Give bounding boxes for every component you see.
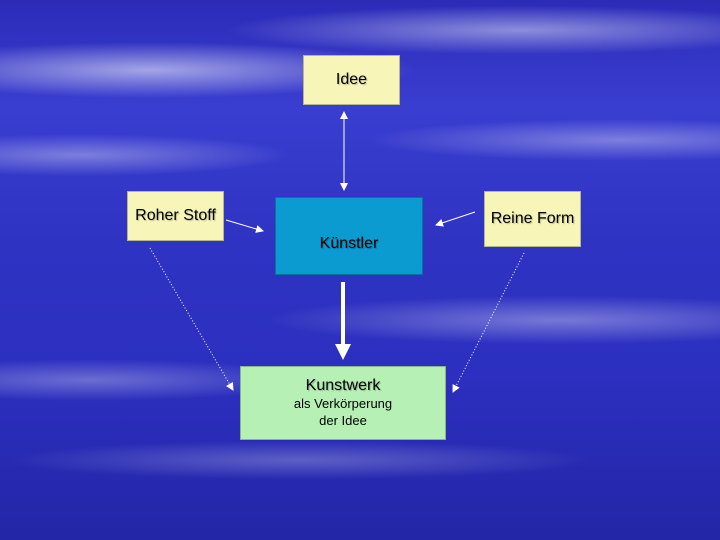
node-kuenstler: Künstler [275,197,423,275]
node-reine-form: Reine Form [484,191,581,247]
node-roher-stoff-label: Roher Stoff [135,207,216,224]
node-roher-stoff: Roher Stoff [127,191,224,241]
node-idee-label: Idee [335,71,368,88]
node-kunstwerk-sub-2: der Idee [319,413,367,428]
node-reine-form-label: Reine Form [490,210,575,227]
node-kunstwerk-sub-1: als Verkörperung [293,396,393,411]
arrow-roher-stoff-kuenstler [225,219,264,233]
node-kunstwerk-label: Kunstwerk [305,377,381,394]
dotted-arrow-reine-form-kunstwerk [452,252,525,393]
arrow-reine-form-kuenstler [435,211,476,227]
node-kunstwerk: Kunstwerk als Verkörperung der Idee [240,366,446,440]
node-kuenstler-label: Künstler [319,235,379,252]
node-idee: Idee [303,55,400,105]
dotted-arrow-roher-stoff-kunstwerk [149,247,234,391]
